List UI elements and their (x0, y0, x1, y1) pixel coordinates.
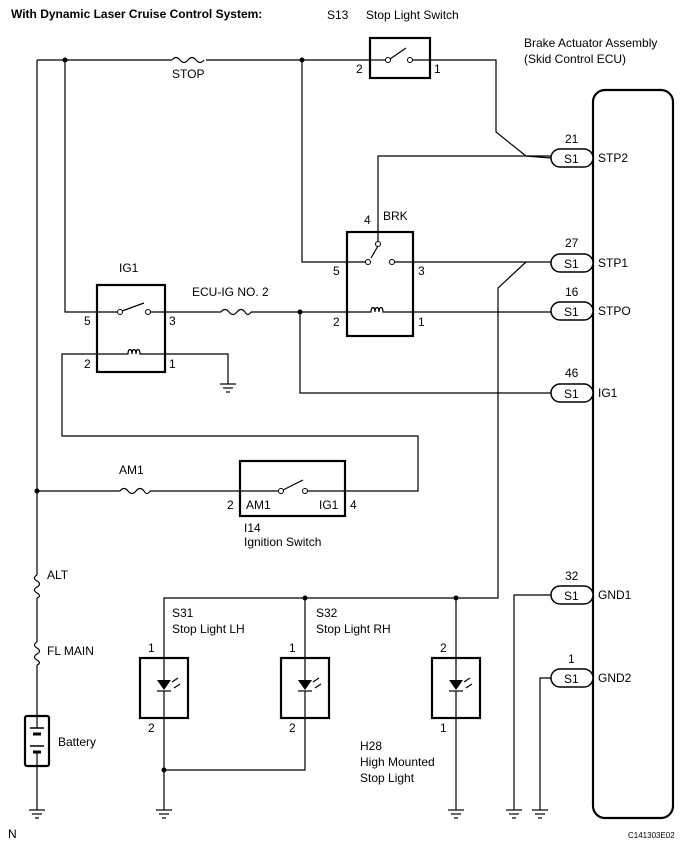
ecu-terminal-name: STP1 (598, 256, 628, 270)
ecu-connector-stpo (550, 301, 594, 321)
system-title: With Dynamic Laser Cruise Control System… (11, 7, 262, 21)
high-mounted-code: H28 (360, 739, 382, 753)
ecu-pin-gnd2: S1 1 GND2 (550, 652, 632, 688)
fuse-alt-label: ALT (47, 568, 69, 582)
ground-symbols (29, 383, 548, 819)
stop-light-lh-pin-bottom: 2 (148, 721, 155, 735)
ecu-connector-stp1 (550, 253, 594, 273)
ground-icon (156, 809, 172, 819)
stop-light-lh-code: S31 (172, 606, 194, 620)
ecu-terminal-name: STP2 (598, 151, 628, 165)
ig1-relay-name: IG1 (119, 261, 139, 275)
ecu-pin-number: 32 (565, 569, 579, 583)
ecu-connector-label: S1 (564, 387, 579, 401)
stop-light-rh-name: Stop Light RH (316, 622, 391, 636)
ecu-name-1: Brake Actuator Assembly (524, 36, 657, 50)
stop-light-rh-code: S32 (316, 606, 338, 620)
stop-switch-name: Stop Light Switch (366, 8, 459, 22)
fuse-fl-main: FL MAIN (33, 641, 94, 666)
ground-icon (532, 809, 548, 819)
ecu-connector-label: S1 (564, 672, 579, 686)
junctions (34, 57, 459, 773)
ecu-name-2: (Skid Control ECU) (524, 52, 626, 66)
ecu-pin-gnd1: S1 32 GND1 (550, 569, 632, 605)
ig1-relay-pin-3: 3 (169, 314, 176, 328)
high-mounted-name-1: High Mounted (360, 755, 435, 769)
high-mounted-name-2: Stop Light (360, 771, 415, 785)
brk-relay-pin-4: 4 (364, 213, 371, 227)
ignition-ig1-label: IG1 (319, 498, 339, 512)
ecu-terminal-name: GND1 (598, 588, 632, 602)
ecu-pin-number: 27 (565, 236, 579, 250)
ignition-pin-2: 2 (227, 498, 234, 512)
stop-switch-pin-left: 2 (356, 62, 363, 76)
ignition-code: I14 (244, 521, 261, 535)
ignition-switch-box (238, 459, 347, 518)
brk-relay-box (345, 230, 415, 338)
ground-icon (506, 809, 522, 819)
stop-light-switch: 2 1 (356, 36, 441, 80)
ecu-pin-stpo: S1 16 STPO (550, 285, 631, 321)
high-mounted-pin-bottom: 1 (440, 721, 447, 735)
ig1-relay-box (95, 283, 167, 374)
ecu-connector-label: S1 (564, 152, 579, 166)
stop-light-lh-pin-top: 1 (148, 641, 155, 655)
stop-light-rh-pin-bottom: 2 (289, 721, 296, 735)
ignition-switch: AM1 IG1 2 4 I14 Ignition Switch (227, 459, 357, 549)
ecu-body (591, 88, 675, 820)
ignition-name: Ignition Switch (244, 535, 321, 549)
battery: Battery (23, 714, 96, 768)
ecu-pin-number: 16 (565, 285, 579, 299)
ig1-relay-pin-2: 2 (84, 357, 91, 371)
battery-label: Battery (58, 735, 96, 749)
footer-right: C141303E02 (628, 831, 675, 840)
ecu-terminal-name: STPO (598, 304, 631, 318)
fuse-stop-label: STOP (172, 67, 204, 81)
ecu-pin-number: 21 (565, 132, 579, 146)
ecu-terminal-name: IG1 (598, 386, 618, 400)
ecu-connector-label: S1 (564, 589, 579, 603)
high-mounted-pin-top: 2 (440, 641, 447, 655)
ecu-connector-label: S1 (564, 305, 579, 319)
brk-relay-pin-1: 1 (418, 315, 425, 329)
ig1-relay: IG1 5 3 2 1 (84, 261, 176, 374)
fuse-stop: STOP (171, 56, 204, 81)
ecu-connector-label: S1 (564, 257, 579, 271)
ground-icon (220, 383, 236, 393)
fuse-ecu-ig: ECU-IG NO. 2 (192, 285, 269, 316)
high-mounted-stop-light: 2 1 H28 High Mounted Stop Light (360, 641, 482, 785)
fuse-ecu-ig-label: ECU-IG NO. 2 (192, 285, 269, 299)
fuse-am1: AM1 (119, 463, 151, 495)
brk-relay-pin-5: 5 (333, 264, 340, 278)
ecu-pin-number: 46 (565, 366, 579, 380)
fuse-am1-label: AM1 (119, 463, 144, 477)
stop-light-lh-name: Stop Light LH (172, 622, 245, 636)
brk-relay: BRK 4 5 3 2 1 (333, 209, 425, 338)
stop-switch-box (368, 36, 432, 80)
brk-relay-pin-3: 3 (418, 264, 425, 278)
stop-light-rh: S32 Stop Light RH 1 2 (279, 606, 391, 735)
stop-light-lh: S31 Stop Light LH 1 2 (138, 606, 245, 735)
ecu-pin-number: 1 (568, 652, 575, 666)
brk-relay-name: BRK (383, 209, 408, 223)
fuse-alt: ALT (33, 568, 69, 599)
ecu-pin-stp1: S1 27 STP1 (550, 236, 628, 273)
ignition-pin-4: 4 (350, 498, 357, 512)
ignition-am1-label: AM1 (246, 498, 271, 512)
ecu-terminal-name: GND2 (598, 671, 632, 685)
ground-icon (29, 809, 45, 819)
footer-left: N (8, 827, 17, 841)
stop-switch-pin-right: 1 (434, 62, 441, 76)
wires (36, 59, 552, 810)
ecu-pin-stp2: S1 21 STP2 (550, 132, 628, 168)
brk-relay-pin-2: 2 (333, 315, 340, 329)
stop-switch-code: S13 (327, 8, 349, 22)
stop-light-rh-pin-top: 1 (289, 641, 296, 655)
ig1-relay-pin-5: 5 (84, 314, 91, 328)
ecu-pin-ig1: S1 46 IG1 (550, 366, 618, 403)
ig1-relay-pin-1: 1 (169, 357, 176, 371)
fuse-fl-main-label: FL MAIN (47, 644, 94, 658)
ground-icon (448, 809, 464, 819)
